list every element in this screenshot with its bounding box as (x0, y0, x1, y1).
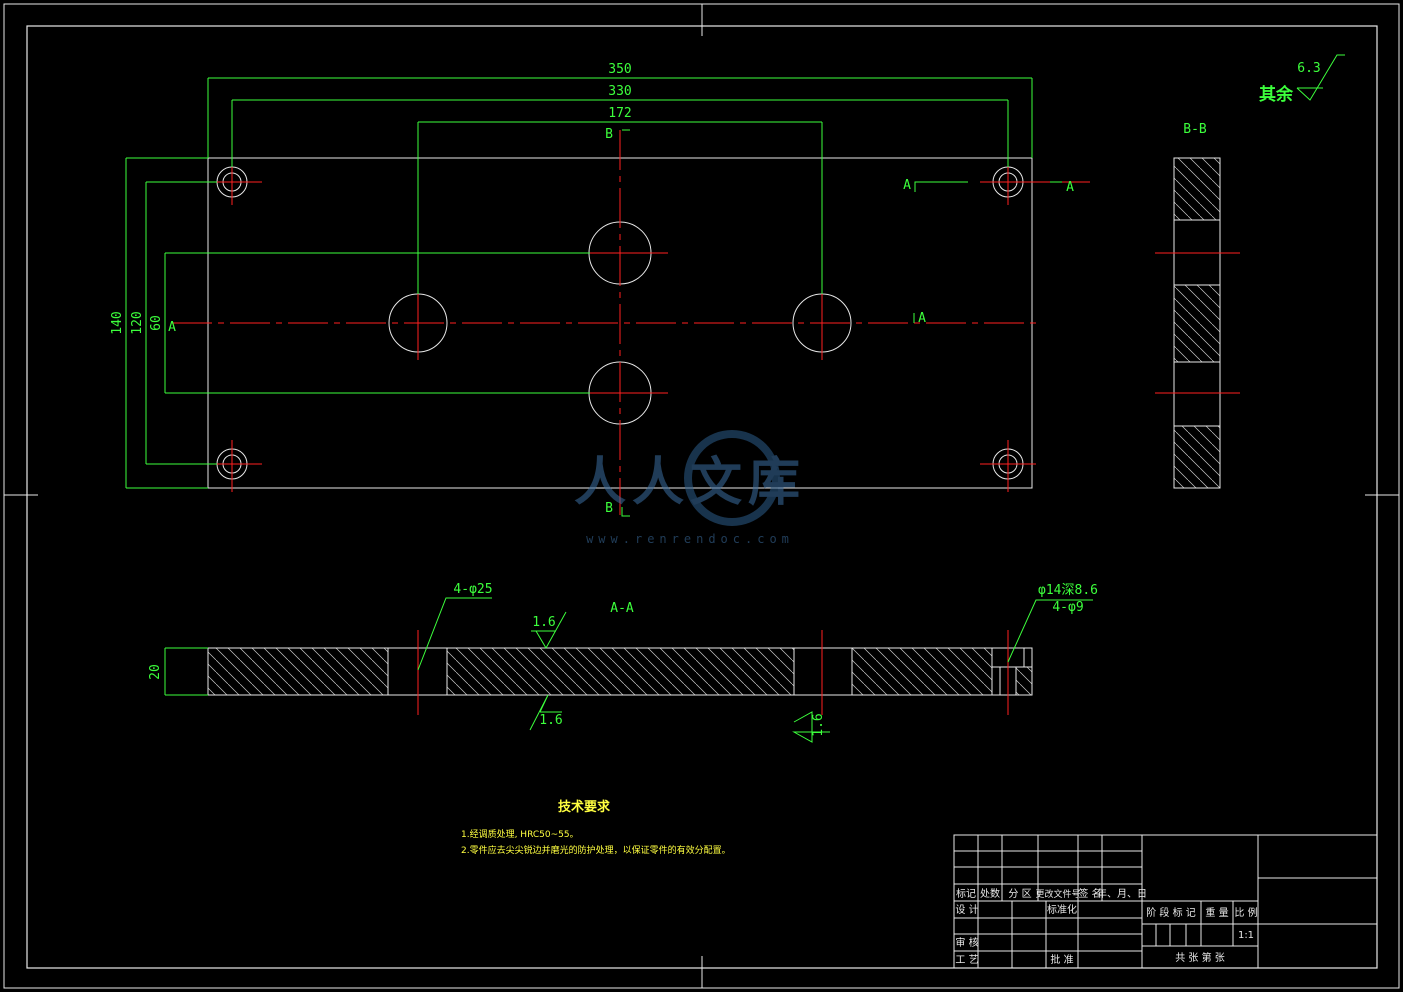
tb-sheets: 共 张 第 张 (1175, 951, 1225, 964)
tech-req-item-2: 2.零件应去尖尖锐边并磨光的防护处理，以保证零件的有效分配置。 (461, 844, 731, 856)
tb-col-count: 处数 (980, 887, 1000, 900)
title-block (953, 834, 1378, 969)
dimension-lines-h (207, 77, 1033, 294)
section-view-aa: A-A 20 4-φ25 φ14深8.6 4-φ9 (148, 582, 1098, 743)
section-marks (621, 129, 1062, 517)
dimension-lines-v (125, 157, 590, 489)
tb-design: 设 计 (955, 903, 978, 916)
dim-60: 60 (149, 315, 164, 331)
watermark: 人人文库 www.renrendoc.com (574, 430, 806, 546)
section-a-top-right: A (1066, 180, 1074, 195)
tb-review: 审 核 (955, 936, 978, 949)
callout-counterbore-1: φ14深8.6 (1038, 583, 1098, 598)
tb-col-zone: 分 区 (1008, 888, 1031, 900)
dim-140: 140 (110, 311, 125, 334)
roughness-other-value: 6.3 (1297, 61, 1320, 76)
plan-view: 350 330 172 140 120 60 B B A A A A (110, 62, 1090, 517)
sheet-frame (3, 3, 1400, 989)
tb-col-mark: 标记 (956, 888, 976, 900)
tb-approve: 批 准 (1050, 953, 1073, 966)
watermark-url: www.renrendoc.com (586, 532, 794, 546)
aa-title: A-A (610, 601, 634, 616)
tb-col-change-doc: 更改文件号 (1035, 888, 1080, 900)
section-a-mid: A (918, 311, 926, 326)
tb-scale-value: 1:1 (1238, 930, 1254, 941)
roughness-other-label: 其余 (1259, 84, 1294, 105)
dim-350: 350 (608, 62, 631, 77)
dim-330: 330 (608, 84, 631, 99)
tb-weight: 重 量 (1205, 906, 1228, 919)
section-a-left: A (168, 320, 176, 335)
tb-col-date: 年、月、日 (1097, 887, 1147, 900)
dim-20: 20 (148, 664, 163, 680)
tech-req-item-1: 1.经调质处理, HRC50~55。 (461, 828, 579, 840)
dim-172: 172 (608, 106, 631, 121)
technical-requirements: 技术要求 1.经调质处理, HRC50~55。 2.零件应去尖尖锐边并磨光的防护… (461, 799, 731, 856)
dim-120: 120 (130, 311, 145, 334)
tb-scale: 比 例 (1234, 906, 1257, 919)
callout-4-phi25: 4-φ25 (453, 582, 492, 597)
tb-stage-mark: 阶 段 标 记 (1146, 906, 1196, 919)
tech-req-title: 技术要求 (558, 799, 611, 815)
tb-col-sign: 签 名 (1078, 887, 1101, 900)
title-block-text: 标记 处数 分 区 更改文件号 签 名 年、月、日 设 计 标准化 审 核 工 … (955, 887, 1257, 966)
callout-counterbore-2: 4-φ9 (1052, 600, 1083, 615)
section-b-bottom: B (605, 501, 613, 516)
roughness-top: 1.6 (532, 615, 555, 630)
roughness-hole: 1.6 (811, 713, 826, 736)
roughness-bottom: 1.6 (539, 713, 562, 728)
tb-standardize: 标准化 (1047, 903, 1077, 916)
section-b-top: B (605, 127, 613, 142)
bb-title: B-B (1183, 122, 1207, 137)
tb-process: 工 艺 (955, 954, 978, 966)
watermark-text: 人人文库 (574, 453, 806, 513)
roughness-other: 其余 6.3 (1259, 54, 1345, 105)
section-view-bb: B-B (1155, 122, 1240, 489)
roughness-symbols (529, 611, 830, 743)
section-a-top-left: A (903, 178, 911, 193)
